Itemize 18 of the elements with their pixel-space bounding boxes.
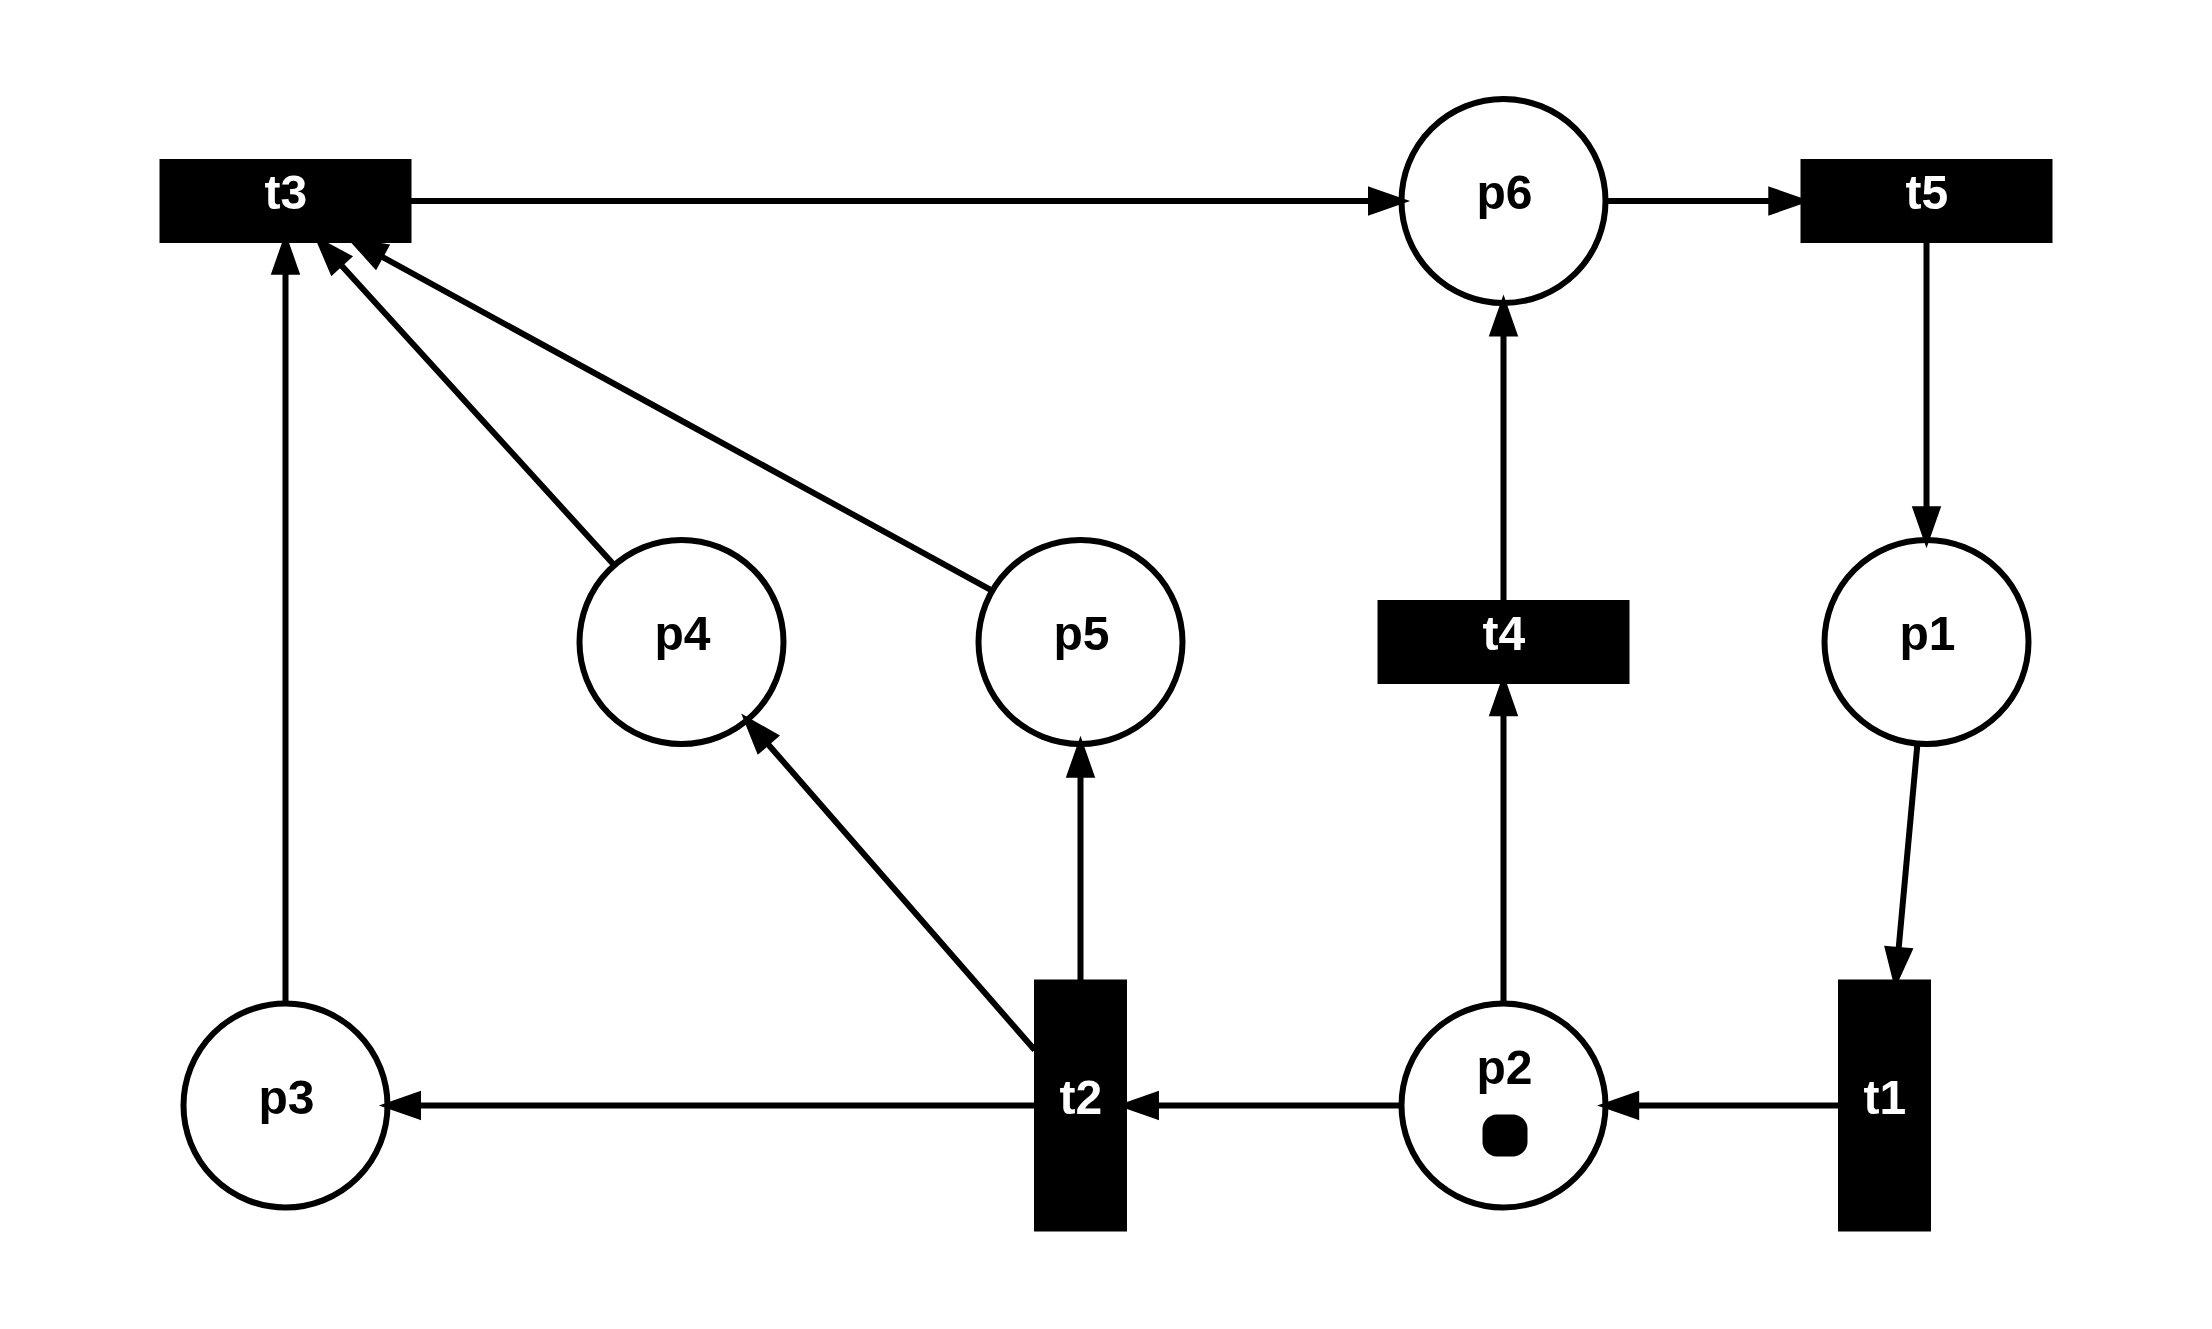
node-circle: p4: [576, 537, 787, 747]
arrow: [1911, 242, 1942, 549]
node-box: t4: [1377, 600, 1630, 684]
node-circle: p1: [1821, 537, 2032, 747]
arrow: [1488, 294, 1519, 602]
node-circle: p5: [975, 537, 1186, 747]
arrow: [378, 1090, 1035, 1121]
node-box: t1: [1838, 979, 1931, 1232]
node-circle: p3: [180, 1000, 391, 1211]
arrow: [1597, 1090, 1839, 1121]
node-circle: p6: [1398, 96, 1609, 306]
node-circle: p2: [1398, 1000, 1609, 1211]
arrow: [410, 186, 1411, 216]
node-box: t2: [1034, 979, 1127, 1232]
arrow: [1065, 735, 1096, 980]
node-box: t3: [159, 159, 412, 243]
node-box: t5: [1800, 159, 2053, 243]
arrow: [741, 713, 1037, 1052]
